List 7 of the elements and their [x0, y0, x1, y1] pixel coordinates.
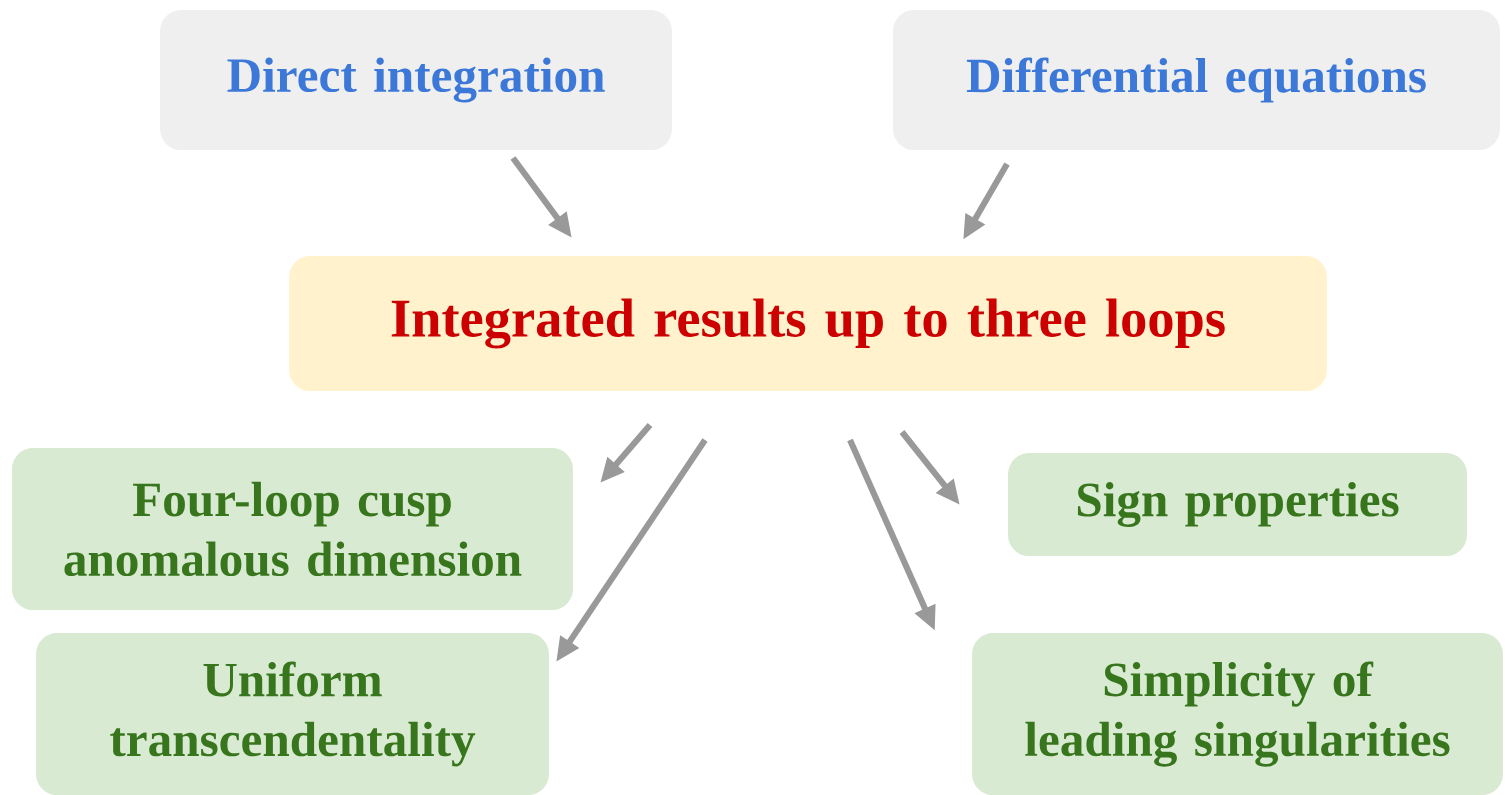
process-box: Direct integration — [160, 10, 672, 150]
process-box: Sign properties — [1008, 453, 1467, 556]
process-box: Four-loop cusp anomalous dimension — [12, 448, 573, 610]
process-box: Integrated results up to three loops — [289, 256, 1327, 391]
process-box: Uniform transcendentality — [36, 633, 549, 795]
process-box: Differential equations — [893, 10, 1500, 150]
process-box: Simplicity of leading singularities — [972, 633, 1503, 795]
